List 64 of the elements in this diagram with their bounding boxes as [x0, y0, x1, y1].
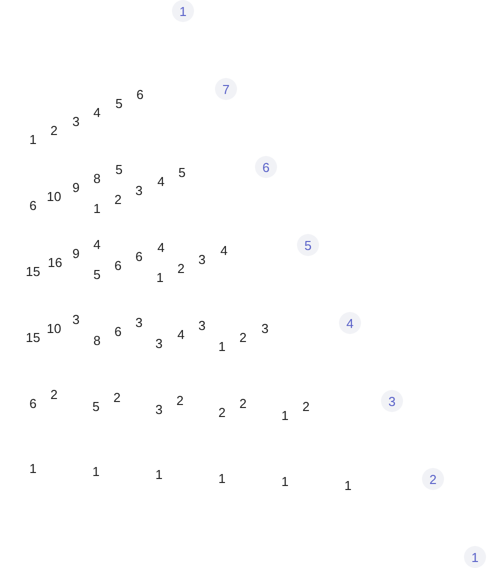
- number-label: 1: [156, 271, 164, 285]
- number-label: 2: [50, 388, 58, 402]
- number-label: 3: [72, 115, 80, 129]
- number-label: 4: [157, 241, 165, 255]
- number-label: 3: [72, 313, 80, 327]
- number-label: 2: [239, 331, 247, 345]
- number-label: 2: [239, 397, 247, 411]
- number-label: 5: [115, 163, 123, 177]
- number-label: 2: [50, 124, 58, 138]
- number-label: 1: [92, 465, 100, 479]
- number-label: 6: [29, 199, 37, 213]
- number-label: 1: [29, 133, 37, 147]
- number-label: 16: [48, 256, 62, 270]
- number-label: 10: [46, 322, 62, 336]
- number-label: 2: [113, 391, 121, 405]
- number-label: 4: [93, 238, 101, 252]
- number-label: 5: [92, 400, 100, 414]
- number-label: 9: [72, 181, 80, 195]
- number-label: 3: [135, 316, 143, 330]
- number-badge: 3: [381, 390, 403, 412]
- number-label: 1: [29, 462, 37, 476]
- number-label: 2: [218, 406, 226, 420]
- number-badge: 7: [215, 78, 237, 100]
- number-badge: 5: [297, 234, 319, 256]
- number-label: 4: [93, 106, 101, 120]
- number-label: 2: [177, 262, 185, 276]
- number-label: 1: [281, 409, 289, 423]
- number-label: 1: [155, 468, 163, 482]
- number-label: 6: [136, 88, 144, 102]
- number-label: 4: [220, 244, 228, 258]
- number-badge: 1: [172, 0, 194, 22]
- number-label: 6: [114, 259, 122, 273]
- number-label: 4: [177, 328, 185, 342]
- number-label: 1: [281, 475, 289, 489]
- number-label: 3: [155, 403, 163, 417]
- number-label: 6: [29, 397, 37, 411]
- number-label: 15: [26, 331, 40, 345]
- number-label: 3: [198, 319, 206, 333]
- number-label: 6: [114, 325, 122, 339]
- number-badge: 2: [422, 468, 444, 490]
- number-label: 1: [344, 479, 352, 493]
- number-label: 9: [72, 247, 80, 261]
- number-label: 2: [114, 193, 122, 207]
- number-label: 3: [261, 322, 269, 336]
- number-label: 3: [155, 337, 163, 351]
- number-label: 8: [93, 334, 101, 348]
- number-label: 4: [157, 175, 165, 189]
- number-label: 5: [178, 166, 186, 180]
- number-label: 6: [135, 250, 143, 264]
- number-label: 1: [218, 340, 226, 354]
- number-label: 15: [26, 265, 40, 279]
- number-label: 3: [198, 253, 206, 267]
- number-label: 5: [93, 268, 101, 282]
- number-label: 2: [176, 394, 184, 408]
- number-label: 8: [93, 172, 101, 186]
- number-label: 10: [46, 190, 62, 204]
- number-label: 3: [135, 184, 143, 198]
- number-badge: 1: [464, 546, 486, 568]
- number-label: 1: [93, 202, 101, 216]
- number-label: 5: [115, 97, 123, 111]
- number-badge: 6: [255, 156, 277, 178]
- number-badge: 4: [339, 312, 361, 334]
- number-label: 1: [218, 472, 226, 486]
- number-label: 2: [302, 400, 310, 414]
